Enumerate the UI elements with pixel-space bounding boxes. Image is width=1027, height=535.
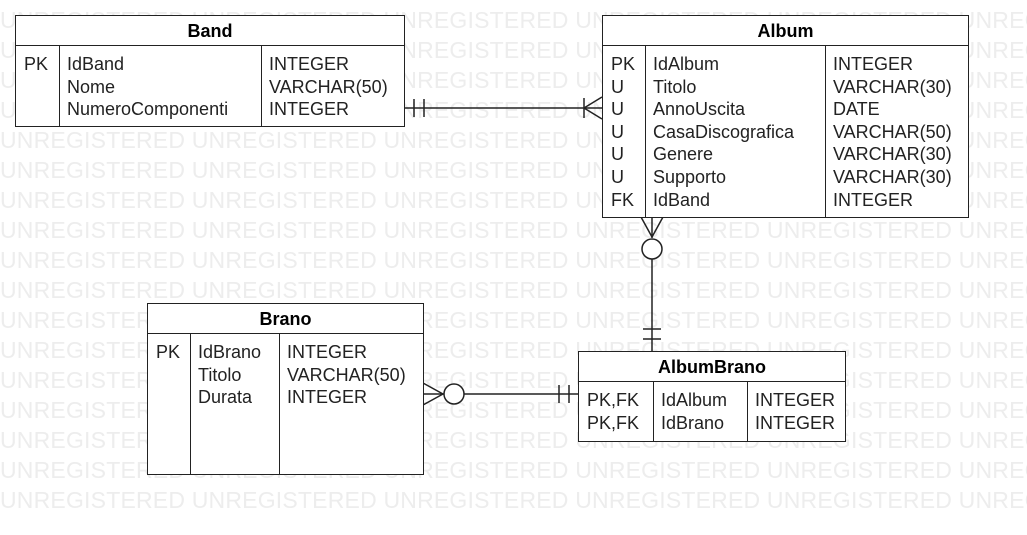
- attribute-name: Nome: [67, 76, 116, 97]
- watermark-text: UNREGISTERED UNREGISTERED UNREGISTERED U…: [0, 247, 1027, 273]
- entity-title: Album: [603, 16, 968, 46]
- attribute-name: IdBrano: [198, 342, 262, 362]
- attribute-name: Genere: [653, 144, 714, 165]
- key-cell: PK,FK: [587, 412, 640, 433]
- watermark-text: UNREGISTERED UNREGISTERED UNREGISTERED U…: [0, 487, 1027, 513]
- key-cell: U: [611, 99, 624, 120]
- attribute-name: Durata: [198, 387, 253, 408]
- attribute-type: VARCHAR(50): [833, 121, 952, 142]
- attribute-name: IdAlbum: [661, 390, 728, 410]
- attribute-name: Titolo: [198, 364, 242, 385]
- entity-album[interactable]: Album PK U U U U U FK IdAlbum Titolo Ann…: [602, 15, 969, 218]
- attribute-type: INTEGER: [269, 99, 350, 120]
- entity-title: Band: [16, 16, 404, 46]
- relationship-band-album[interactable]: [404, 96, 603, 120]
- entity-band[interactable]: Band PK IdBand Nome NumeroComponenti INT…: [15, 15, 405, 127]
- entity-title: Brano: [148, 304, 423, 334]
- key-cell: FK: [611, 189, 635, 210]
- key-cell: U: [611, 121, 624, 142]
- attribute-type: INTEGER: [755, 390, 836, 410]
- key-cell: U: [611, 144, 624, 165]
- attribute-type: DATE: [833, 99, 880, 120]
- key-cell: PK: [24, 54, 49, 74]
- attribute-type: INTEGER: [269, 54, 350, 74]
- watermark-text: UNREGISTERED UNREGISTERED UNREGISTERED U…: [0, 217, 1027, 243]
- attribute-type: VARCHAR(30): [833, 166, 952, 187]
- watermark-text: UNREGISTERED UNREGISTERED UNREGISTERED U…: [0, 277, 1027, 303]
- entity-albumbrano[interactable]: AlbumBrano PK,FK PK,FK IdAlbum IdBrano I…: [578, 351, 846, 442]
- key-cell: PK,FK: [587, 390, 640, 410]
- key-cell: PK: [156, 342, 181, 362]
- attribute-type: INTEGER: [287, 342, 368, 362]
- attribute-type: VARCHAR(50): [287, 364, 406, 385]
- attribute-name: NumeroComponenti: [67, 99, 229, 120]
- attribute-type: INTEGER: [755, 412, 836, 433]
- attribute-name: IdAlbum: [653, 54, 720, 74]
- attribute-type: VARCHAR(50): [269, 76, 388, 97]
- attribute-name: IdBrano: [661, 412, 725, 433]
- attribute-name: IdBand: [653, 189, 711, 210]
- attribute-type: VARCHAR(30): [833, 76, 952, 97]
- relationship-brano-albumbrano[interactable]: [422, 382, 578, 406]
- attribute-name: Titolo: [653, 76, 697, 97]
- key-cell: U: [611, 76, 624, 97]
- relationship-album-albumbrano[interactable]: [640, 216, 664, 351]
- attribute-name: AnnoUscita: [653, 99, 746, 120]
- key-cell: PK: [611, 54, 636, 74]
- attribute-name: Supporto: [653, 166, 727, 187]
- entity-title: AlbumBrano: [579, 352, 845, 382]
- entity-brano[interactable]: Brano PK IdBrano Titolo Durata INTEGER V…: [147, 303, 424, 475]
- attribute-type: VARCHAR(30): [833, 144, 952, 165]
- attribute-type: INTEGER: [833, 54, 914, 74]
- attribute-name: IdBand: [67, 54, 125, 74]
- attribute-type: INTEGER: [833, 189, 914, 210]
- key-cell: U: [611, 166, 624, 187]
- attribute-name: CasaDiscografica: [653, 121, 795, 142]
- attribute-type: INTEGER: [287, 387, 368, 408]
